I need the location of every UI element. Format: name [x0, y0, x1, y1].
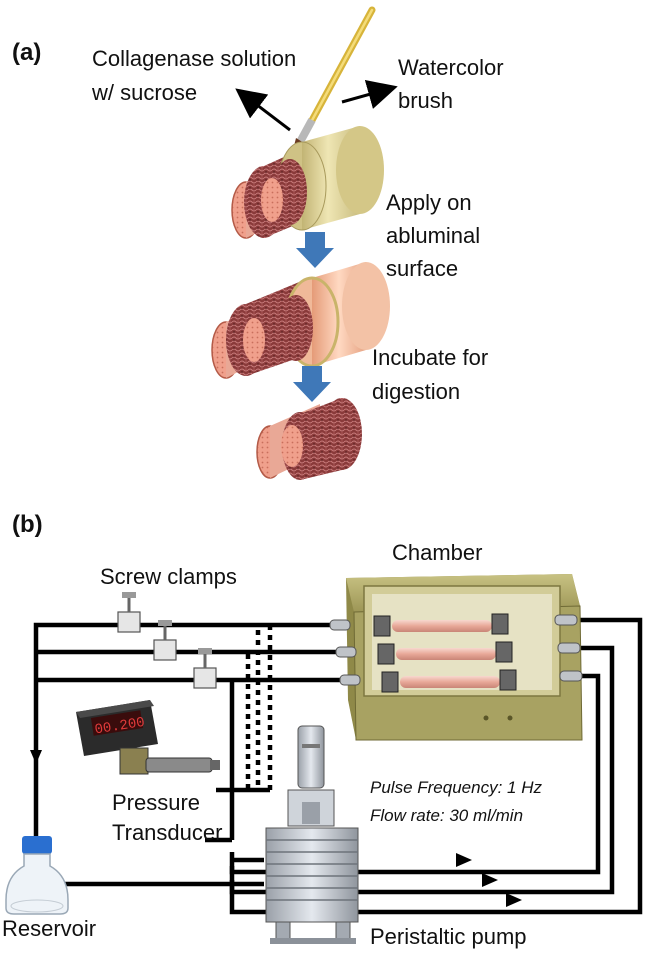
apply-label-line3: surface: [386, 256, 458, 281]
incubate-label-line2: digestion: [372, 379, 460, 404]
peristaltic-pump-label: Peristaltic pump: [370, 924, 527, 949]
vessel-digesting: [211, 262, 390, 379]
incubate-label: Incubate for: [372, 345, 488, 370]
screw-clamp-icon: [193, 648, 217, 689]
screw-clamp-icon: [153, 620, 177, 661]
collagenase-pointer-arrow: [235, 88, 291, 132]
panel-a-label: (a): [12, 39, 41, 66]
flow-rate-label: Flow rate: 30 ml/min: [370, 806, 523, 825]
step-arrow-2: [293, 366, 331, 402]
reservoir-label: Reservoir: [2, 916, 96, 941]
chamber-label: Chamber: [392, 540, 482, 565]
watercolor-brush-label: Watercolor: [398, 55, 504, 80]
pressure-transducer-label-line2: Transducer: [112, 820, 222, 845]
vessel-coated: [231, 126, 384, 239]
display-reading: 00.200: [94, 715, 146, 739]
watercolor-brush-label-line2: brush: [398, 88, 453, 113]
screw-clamps-label: Screw clamps: [100, 564, 237, 589]
panel-b-label: (b): [12, 511, 43, 538]
vessel-digested: [256, 398, 362, 480]
collagenase-label: Collagenase solution: [92, 46, 296, 71]
pressure-transducer-icon: 00.200: [76, 700, 220, 775]
apply-label: Apply on: [386, 190, 472, 215]
pressure-transducer-label: Pressure: [112, 790, 200, 815]
peristaltic-pump-icon: [265, 725, 359, 944]
step-arrow-1: [296, 232, 334, 268]
reservoir-bottle-icon: [5, 836, 69, 915]
pulse-frequency-label: Pulse Frequency: 1 Hz: [370, 778, 542, 797]
screw-clamp-icon: [117, 592, 141, 633]
tubing: [30, 617, 643, 915]
brush-pointer-arrow: [341, 80, 398, 109]
collagenase-label-line2: w/ sucrose: [91, 80, 197, 105]
chamber-icon: [329, 574, 583, 741]
apply-label-line2: abluminal: [386, 223, 480, 248]
